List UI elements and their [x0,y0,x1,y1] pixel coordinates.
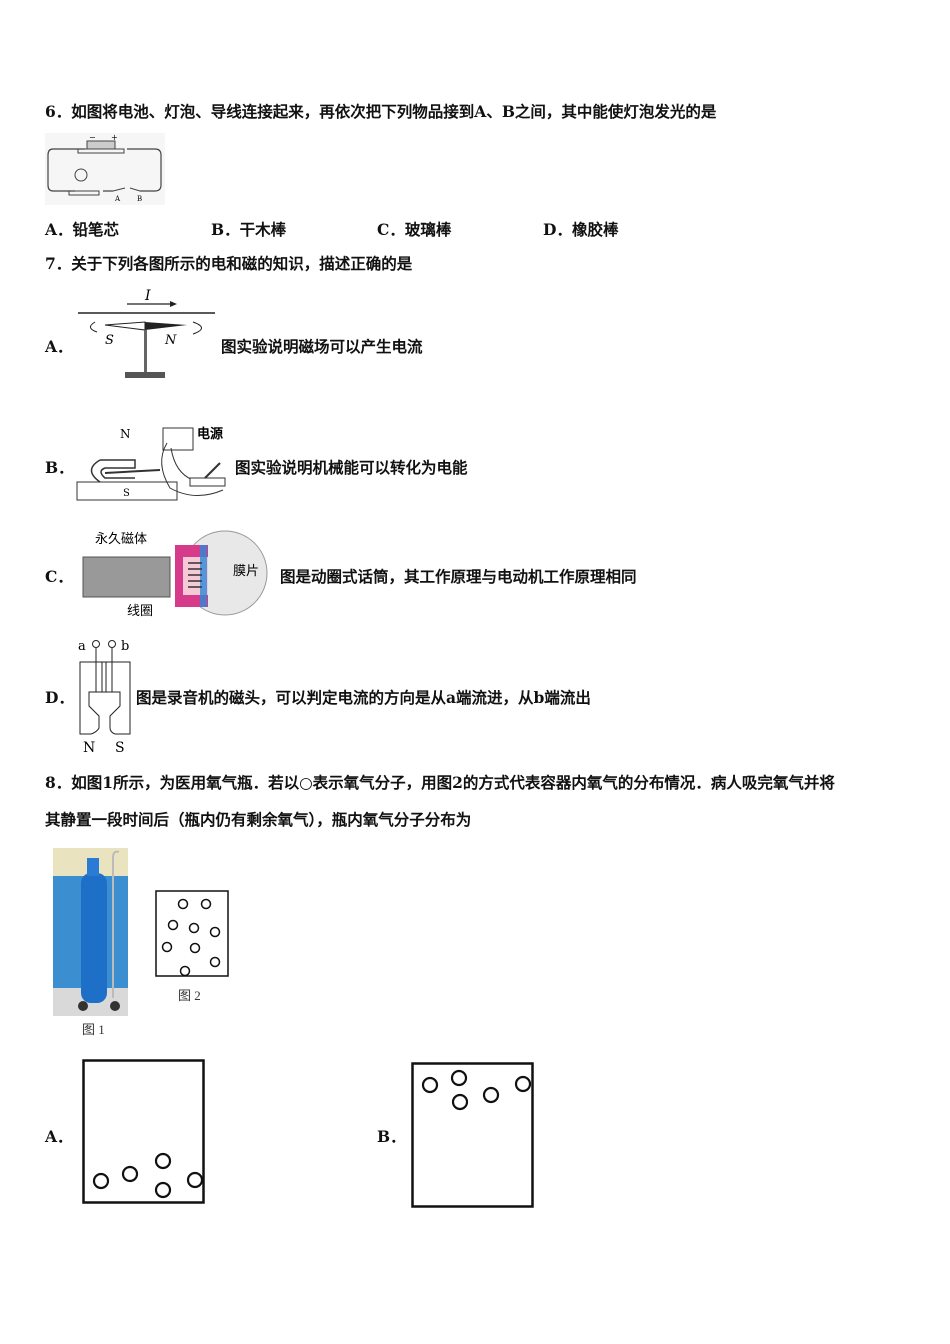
terminal-b-label: B [137,195,142,203]
fig2-molecule-box [155,890,229,977]
dynamic-microphone-figure: 永久磁体 膜片 线圈 [82,530,268,619]
q6-option-b[interactable]: B．干木棒 [211,220,287,239]
plus-label: + [111,133,118,142]
n-pole-label: N [83,740,95,756]
q7-option-d-text: 图是录音机的磁头，可以判定电流的方向是从a端流进，从b端流出 [136,688,591,707]
q7-option-c-letter[interactable]: C． [45,567,73,586]
q7-option-a-text: 图实验说明磁场可以产生电流 [221,337,423,356]
circuit-figure: − + A B [45,133,165,205]
s-pole-label: S [115,740,125,756]
current-label: I [144,288,151,304]
q8-option-b[interactable]: B． [377,1127,406,1146]
q8-option-a[interactable]: A． [45,1127,73,1146]
s-pole-label: S [123,488,130,499]
n-pole-label: N [120,427,131,441]
q7-stem: 7．关于下列各图所示的电和磁的知识，描述正确的是 [45,254,413,273]
option-a-molecule-box [82,1059,205,1204]
terminal-b-label: b [121,639,129,654]
minus-label: − [89,133,96,142]
tape-head-figure: a b N S [78,639,131,756]
q7-option-b-letter[interactable]: B． [45,458,74,477]
oersted-experiment-figure: I S N [78,288,215,378]
coil-label: 线圈 [127,604,153,619]
power-supply-label: 电源 [197,426,223,442]
magnet-label: 永久磁体 [95,532,147,547]
terminal-a-label: a [78,639,86,654]
n-pole-label: N [164,333,177,348]
oxygen-cylinder-photo [53,848,128,1016]
q8-stem-line2: 其静置一段时间后（瓶内仍有剩余氧气），瓶内氧气分子分布为 [45,810,472,829]
q7-option-a-letter[interactable]: A． [45,337,73,356]
diaphragm-label: 膜片 [233,564,259,579]
q7-option-b-text: 图实验说明机械能可以转化为电能 [235,458,468,477]
q8-stem-line1: 8．如图1所示，为医用氧气瓶．若以○表示氧气分子，用图2的方式代表容器内氧气的分… [45,773,835,792]
fig1-caption: 图 1 [82,1022,105,1037]
q7-option-d-letter[interactable]: D． [45,688,74,707]
fig2-caption: 图 2 [178,988,201,1003]
s-pole-label: S [105,333,114,348]
q7-option-c-text: 图是动圈式话筒，其工作原理与电动机工作原理相同 [280,567,637,586]
terminal-a-label: A [114,195,121,203]
q6-stem: 6．如图将电池、灯泡、导线连接起来，再依次把下列物品接到A、B之间，其中能使灯泡… [45,102,717,121]
option-b-molecule-box [411,1062,534,1208]
q6-option-d[interactable]: D．橡胶棒 [543,220,619,239]
motor-experiment-figure: N S 电源 [76,426,226,501]
q6-option-a[interactable]: A．铅笔芯 [45,220,120,239]
q6-option-c[interactable]: C．玻璃棒 [377,220,452,239]
